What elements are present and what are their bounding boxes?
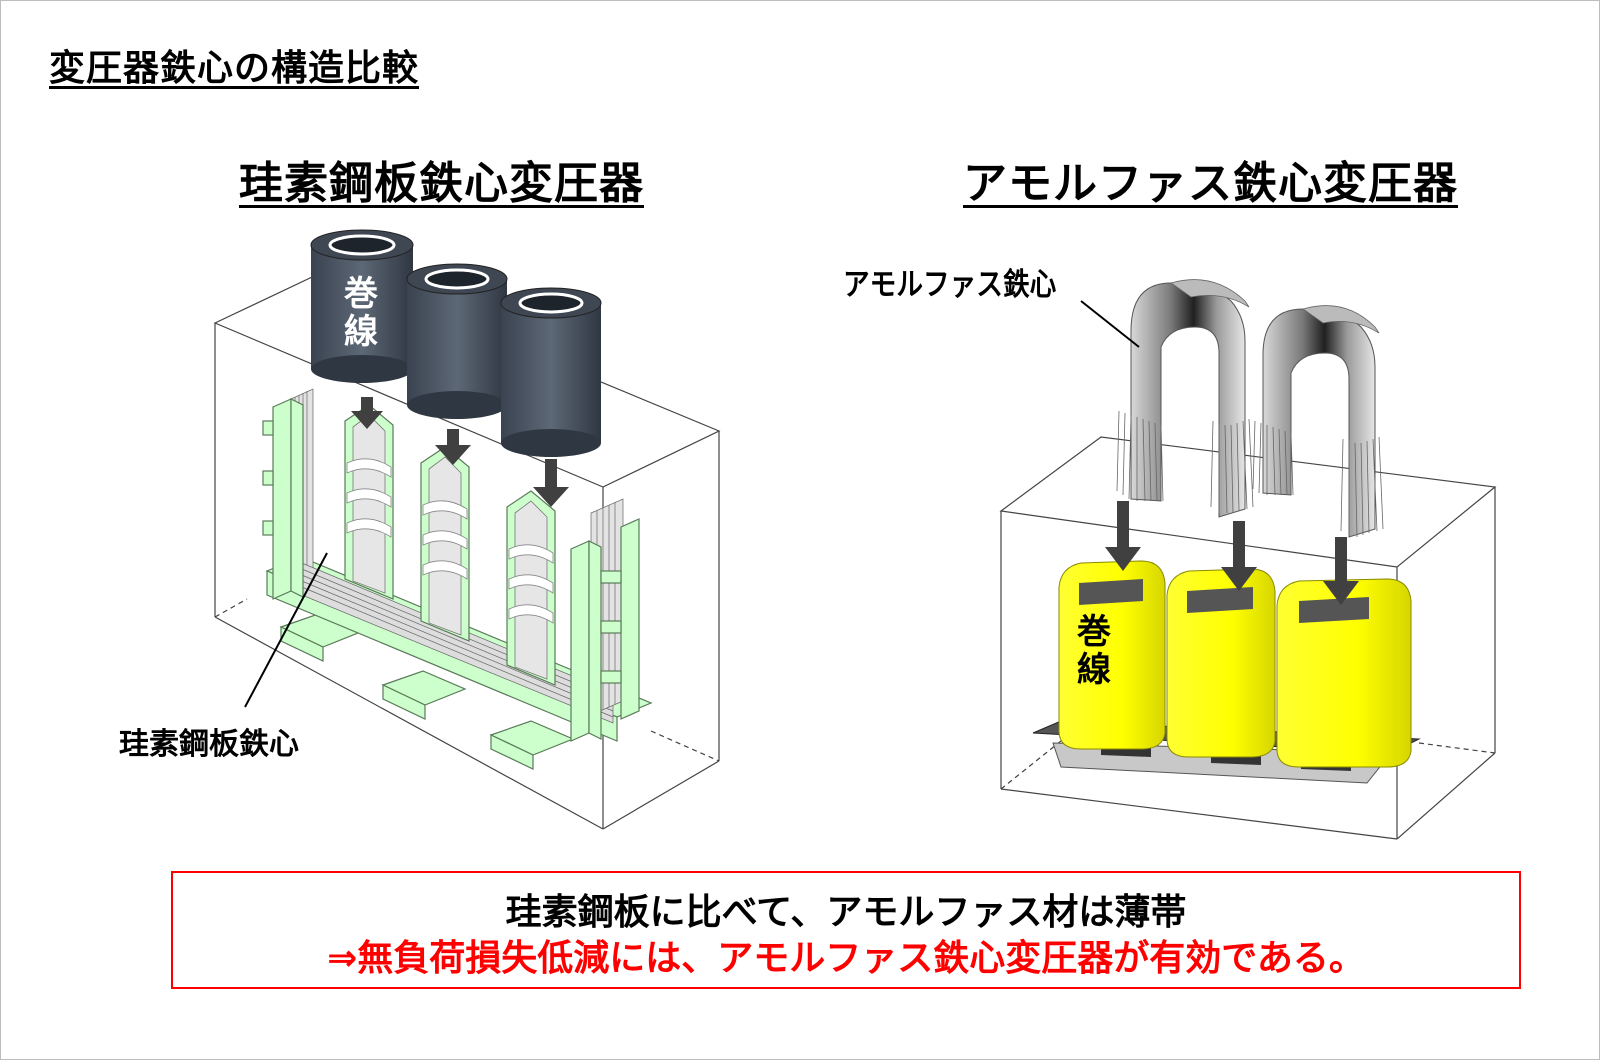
amorphous-transformer-title: アモルファス鉄心変圧器 xyxy=(963,158,1458,209)
arrow-down-icon xyxy=(435,429,471,465)
arrow-down-icon xyxy=(1221,521,1257,591)
summary-statement: 珪素鋼板に比べて、アモルファス材は薄帯 xyxy=(505,892,1187,933)
silicon-transformer-diagram xyxy=(213,229,721,830)
arrow-down-icon xyxy=(533,459,569,507)
silicon-core-limb-2 xyxy=(420,446,470,642)
silicon-transformer-title: 珪素鋼板鉄心変圧器 xyxy=(239,158,644,209)
amorphous-core-1 xyxy=(1116,279,1254,518)
arrow-down-icon xyxy=(351,397,383,429)
amorphous-core-2 xyxy=(1252,305,1384,538)
silicon-core-callout: 珪素鋼板鉄心 xyxy=(119,727,299,762)
amorphous-insert-arrows xyxy=(1105,501,1359,605)
silicon-coil-2 xyxy=(406,263,508,419)
amorphous-transformer-diagram xyxy=(999,279,1497,840)
amorphous-coil-label-text: 巻 線 xyxy=(1077,612,1111,690)
summary-conclusion: ⇒無負荷損失低減には、アモルファス鉄心変圧器が有効である。 xyxy=(327,938,1365,979)
silicon-core-limb-3 xyxy=(506,490,556,686)
amorphous-coil-2 xyxy=(1166,568,1276,758)
silicon-coil-label-text: 巻 線 xyxy=(344,274,378,352)
arrow-down-icon xyxy=(1105,501,1141,571)
summary-box: 珪素鋼板に比べて、アモルファス材は薄帯 ⇒無負荷損失低減には、アモルファス鉄心変… xyxy=(171,871,1521,989)
amorphous-core-leader-line xyxy=(1080,300,1140,348)
amorphous-core-callout: アモルファス鉄心 xyxy=(843,267,1057,303)
silicon-left-clamp xyxy=(262,398,304,600)
silicon-insert-arrows xyxy=(351,397,569,507)
silicon-base-feet xyxy=(279,612,575,770)
silicon-coil-label: 巻 線 xyxy=(341,275,381,351)
silicon-coil-1 xyxy=(310,229,414,383)
amorphous-coil-3 xyxy=(1276,578,1412,768)
arrow-down-icon xyxy=(1323,537,1359,605)
amorphous-coil-1 xyxy=(1058,560,1166,750)
silicon-coil-3 xyxy=(500,287,602,457)
silicon-core-limb-1 xyxy=(344,404,394,600)
silicon-core-leader-line xyxy=(244,552,328,708)
page-title: 変圧器鉄心の構造比較 xyxy=(49,48,420,89)
amorphous-coil-label: 巻 線 xyxy=(1074,613,1114,689)
silicon-right-clamp xyxy=(570,518,640,742)
